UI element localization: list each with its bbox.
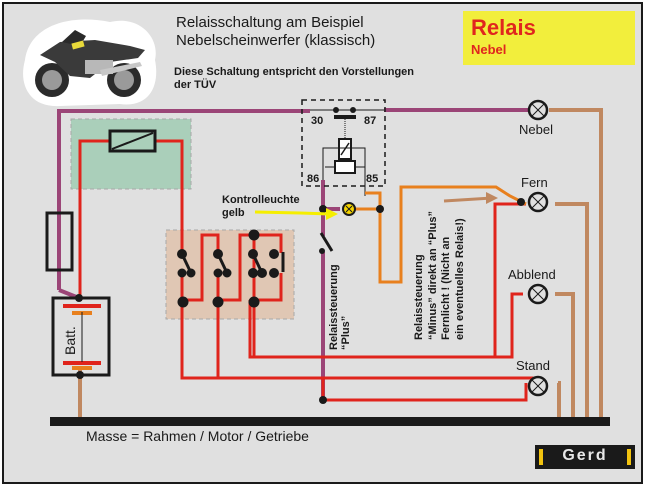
minus-control-note: Relaissteuerung “Minus” direkt an “Plus”… (413, 211, 467, 340)
terminal-30-label: 30 (311, 115, 324, 127)
battery (51, 294, 111, 379)
relay (301, 99, 386, 196)
logo-bracket-right (627, 449, 631, 465)
indicator-label-line-2: gelb (222, 207, 245, 219)
indicator-arrow (254, 208, 338, 220)
minus-note-line-1: Relaissteuerung (413, 254, 425, 340)
lamp-label-abblend: Abblend (508, 267, 556, 282)
light-switch[interactable] (177, 229, 285, 308)
plus-control-line-1: Relaissteuerung (328, 264, 340, 350)
gerd-logo: Gerd (535, 445, 635, 469)
junction-dot (376, 205, 384, 213)
minus-note-line-2: “Minus” direkt an “Plus” (426, 211, 439, 340)
subtitle-line-2: der TÜV (174, 79, 217, 91)
logo-bracket-left (539, 449, 543, 465)
battery-label: Batt. (62, 326, 78, 355)
lamp-nebel (527, 99, 549, 121)
indicator-label: Kontrolleuchte gelb (222, 194, 300, 220)
lamp-fern (517, 191, 549, 213)
badge-title: Relais (471, 15, 536, 40)
lamp-abblend (527, 283, 549, 305)
motorcycle-image (23, 19, 157, 107)
terminal-86-label: 86 (307, 173, 320, 185)
ground-bar (50, 417, 610, 426)
switched-plus-wires (57, 108, 529, 400)
junction-dot (319, 396, 327, 404)
junction-dot (319, 205, 327, 213)
subtitle-line-1: Diese Schaltung entspricht den Vorstellu… (174, 66, 415, 78)
logo-text: Gerd (562, 447, 608, 464)
title-badge: Relais Nebel (463, 11, 635, 65)
terminal-85-label: 85 (366, 173, 379, 185)
main-fuse (45, 211, 74, 272)
lamp-label-fern: Fern (521, 175, 548, 190)
arrow-to-fern (443, 192, 498, 204)
ground-label: Masse = Rahmen / Motor / Getriebe (86, 428, 309, 444)
diagram-subtitle: Diese Schaltung entspricht den Vorstellu… (174, 66, 414, 92)
title-line-2: Nebelscheinwerfer (klassisch) (176, 32, 376, 49)
badge-subtitle: Nebel (471, 42, 507, 57)
ground-wires (78, 108, 603, 417)
indicator-label-line-1: Kontrolleuchte (222, 194, 300, 206)
indicator-lamp (342, 202, 356, 216)
minus-note-line-4: ein eventuelles Relais!) (453, 218, 466, 340)
plus-control-line-2: “Plus” (340, 315, 352, 350)
lamp-label-stand: Stand (516, 358, 550, 373)
terminal-87-label: 87 (364, 115, 377, 127)
plus-control-label: Relaissteuerung “Plus” (328, 264, 352, 350)
fuse-symbol (108, 129, 157, 153)
diagram-title: Relaisschaltung am Beispiel Nebelscheinw… (176, 14, 375, 50)
minus-note-line-3: Fernlicht ! (Nicht an (440, 236, 452, 340)
title-line-1: Relaisschaltung am Beispiel (176, 14, 364, 31)
relay-control-switch[interactable] (319, 232, 334, 254)
lamp-label-nebel: Nebel (519, 122, 553, 137)
lamp-stand (527, 375, 549, 397)
